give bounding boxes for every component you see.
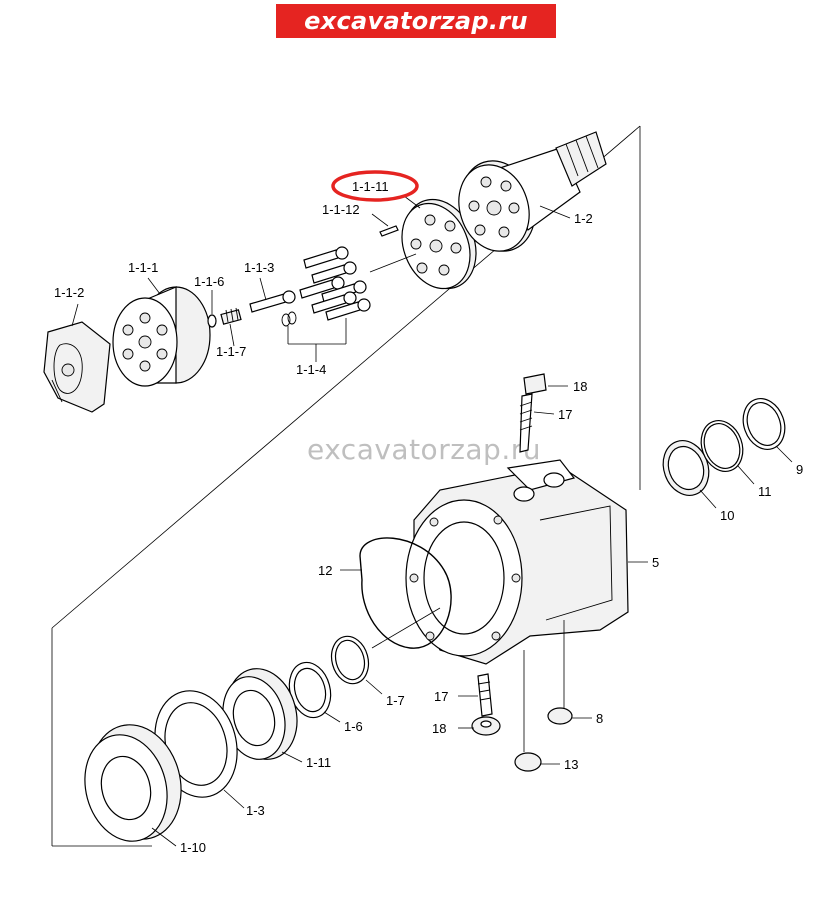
- part-motor-housing: [405, 459, 629, 665]
- part-pistons: [281, 246, 371, 327]
- part-rings-right: [662, 398, 786, 496]
- label-18-top: 18: [573, 379, 587, 394]
- label-11: 11: [758, 484, 772, 499]
- site-banner: excavatorzap.ru: [276, 4, 556, 38]
- label-1-3: 1-3: [246, 803, 265, 818]
- label-18-bottom: 18: [432, 721, 446, 736]
- label-9: 9: [796, 462, 803, 477]
- watermark-text: excavatorzap.ru: [306, 433, 541, 466]
- label-17-top: 17: [558, 407, 572, 422]
- label-1-1-4: 1-1-4: [296, 362, 326, 377]
- label-1-1-6: 1-1-6: [194, 274, 224, 289]
- label-8: 8: [596, 711, 603, 726]
- label-1-1-3: 1-1-3: [244, 260, 274, 275]
- label-1-2: 1-2: [574, 211, 593, 226]
- part-gasket: [359, 537, 452, 649]
- part-drive-shaft: [458, 131, 607, 252]
- label-1-10: 1-10: [180, 840, 206, 855]
- label-17-bottom: 17: [434, 689, 448, 704]
- part-washer-spring-pin: [207, 290, 296, 328]
- label-13: 13: [564, 757, 578, 772]
- label-1-1-11: 1-1-11: [352, 179, 389, 194]
- label-1-1-1: 1-1-1: [128, 260, 158, 275]
- part-cylinder-block: [112, 286, 211, 387]
- highlight-oval: [331, 170, 419, 202]
- part-plug-spring-top: [519, 373, 547, 453]
- label-1-11: 1-11: [306, 755, 331, 770]
- label-10: 10: [720, 508, 734, 523]
- label-1-1-7: 1-1-7: [216, 344, 246, 359]
- label-1-6: 1-6: [344, 719, 363, 734]
- label-5: 5: [652, 555, 659, 570]
- label-1-1-2: 1-1-2: [54, 285, 84, 300]
- part-bottom-plugs: [471, 673, 573, 772]
- label-1-1-12: 1-1-12: [322, 202, 360, 217]
- part-labels: 1-1-11 1-1-12 1-2 1-1-1 1-1-6 1-1-3 1-1-…: [54, 179, 803, 855]
- label-1-7: 1-7: [386, 693, 405, 708]
- part-valve-plate: [43, 321, 111, 413]
- leader-lines: [71, 195, 793, 847]
- part-front-bearings: [84, 635, 370, 842]
- label-12: 12: [318, 563, 332, 578]
